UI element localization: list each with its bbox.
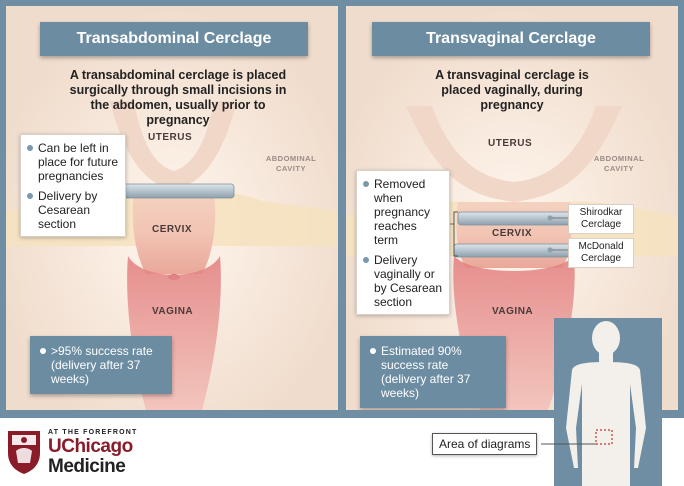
shirodkar-cerclage-tag: Shirodkar Cerclage bbox=[568, 204, 634, 234]
abdominal-cavity-label: ABDOMINAL CAVITY bbox=[593, 154, 645, 173]
success-rate-text: >95% success rate (delivery after 37 wee… bbox=[51, 344, 153, 386]
transabdominal-callout: Can be left in place for future pregnanc… bbox=[20, 134, 126, 237]
cervix-label: CERVIX bbox=[492, 228, 533, 239]
callout-item: Can be left in place for future pregnanc… bbox=[27, 141, 119, 183]
logo-brand-medicine: Medicine bbox=[48, 456, 126, 477]
success-rate-text: Estimated 90% success rate (delivery aft… bbox=[381, 344, 471, 400]
callout-item-text: Delivery vaginally or by Cesarean sectio… bbox=[374, 253, 443, 309]
vagina-label: VAGINA bbox=[152, 306, 194, 317]
body-silhouette-icon bbox=[566, 321, 646, 486]
transabdominal-subtitle: A transabdominal cerclage is placed surg… bbox=[69, 68, 287, 127]
shield-icon bbox=[8, 431, 40, 474]
uterus-label: UTERUS bbox=[148, 132, 193, 143]
bullet-icon bbox=[363, 181, 369, 187]
abdominal-cavity-label: ABDOMINAL CAVITY bbox=[265, 154, 317, 173]
success-item: >95% success rate (delivery after 37 wee… bbox=[40, 344, 162, 386]
uchicago-medicine-logo[interactable]: AT THE FOREFRONT UChicago Medicine bbox=[6, 425, 156, 480]
body-location-inset bbox=[554, 318, 662, 486]
uterus-label: UTERUS bbox=[488, 138, 533, 149]
callout-item: Delivery vaginally or by Cesarean sectio… bbox=[363, 253, 443, 309]
transvaginal-success-box: Estimated 90% success rate (delivery aft… bbox=[360, 336, 506, 408]
callout-item-text: Delivery by Cesarean section bbox=[38, 189, 98, 231]
transvaginal-title: Transvaginal Cerclage bbox=[372, 22, 650, 56]
bullet-icon bbox=[27, 145, 33, 151]
logo-tagline: AT THE FOREFRONT bbox=[48, 429, 138, 436]
callout-item: Removed when pregnancy reaches term bbox=[363, 177, 443, 247]
bullet-icon bbox=[27, 193, 33, 199]
callout-item: Delivery by Cesarean section bbox=[27, 189, 119, 231]
mcdonald-cerclage-tag: McDonald Cerclage bbox=[568, 238, 634, 268]
callout-item-text: Removed when pregnancy reaches term bbox=[374, 177, 431, 247]
transvaginal-subtitle: A transvaginal cerclage is placed vagina… bbox=[435, 68, 589, 112]
transvaginal-callout: Removed when pregnancy reaches term Deli… bbox=[356, 170, 450, 315]
bullet-icon bbox=[370, 348, 376, 354]
transabdominal-panel: Transabdominal Cerclage A transabdominal… bbox=[6, 6, 338, 410]
cervix-label: CERVIX bbox=[152, 224, 193, 235]
transvaginal-panel: Transvaginal Cerclage A transvaginal cer… bbox=[346, 6, 678, 410]
area-of-diagrams-label: Area of diagrams bbox=[432, 433, 538, 455]
logo-brand-uchicago: UChicago bbox=[48, 436, 133, 457]
bullet-icon bbox=[363, 257, 369, 263]
vagina-label: VAGINA bbox=[492, 306, 534, 317]
success-item: Estimated 90% success rate (delivery aft… bbox=[370, 344, 496, 400]
transabdominal-title: Transabdominal Cerclage bbox=[40, 22, 308, 56]
transabdominal-success-box: >95% success rate (delivery after 37 wee… bbox=[30, 336, 172, 394]
bullet-icon bbox=[40, 348, 46, 354]
callout-item-text: Can be left in place for future pregnanc… bbox=[38, 141, 119, 183]
